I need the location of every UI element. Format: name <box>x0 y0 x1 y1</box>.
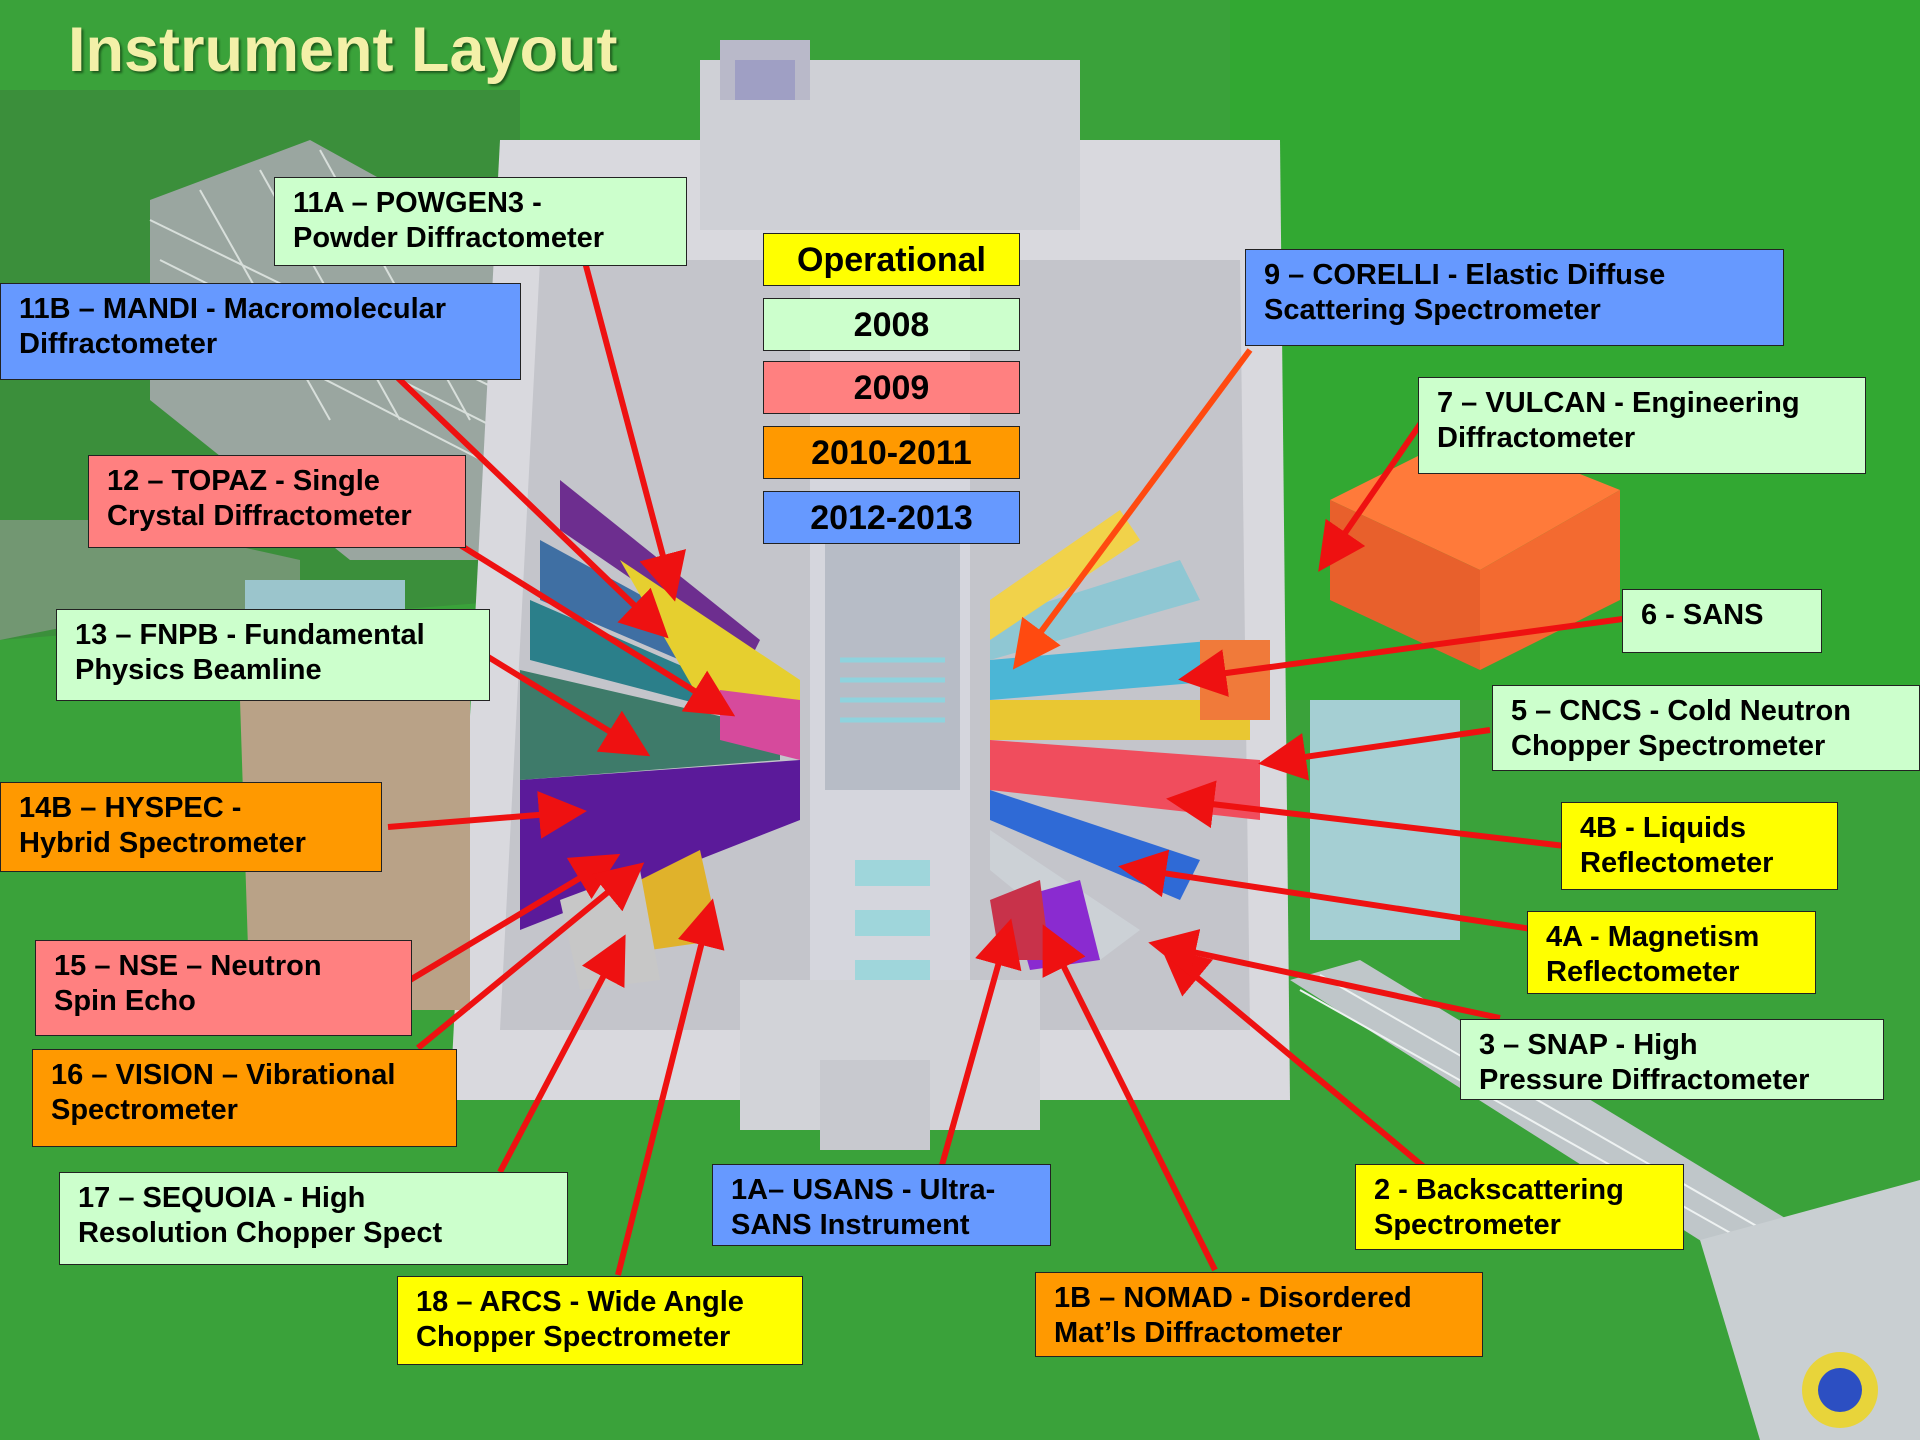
label-line: 12 – TOPAZ - Single <box>107 464 447 499</box>
label-line: 11A – POWGEN3 - <box>293 186 668 221</box>
label-line: Diffractometer <box>1437 421 1847 456</box>
label-14b: 14B – HYSPEC - Hybrid Spectrometer <box>0 782 382 872</box>
label-2: 2 - Backscattering Spectrometer <box>1355 1164 1684 1250</box>
label-line: Physics Beamline <box>75 653 471 688</box>
label-9: 9 – CORELLI - Elastic Diffuse Scattering… <box>1245 249 1784 346</box>
label-line: 13 – FNPB - Fundamental <box>75 618 471 653</box>
label-18: 18 – ARCS - Wide Angle Chopper Spectrome… <box>397 1276 803 1365</box>
label-line: Hybrid Spectrometer <box>19 826 363 861</box>
label-line: 1B – NOMAD - Disordered <box>1054 1281 1464 1316</box>
label-line: 11B – MANDI - Macromolecular <box>19 292 502 327</box>
label-line: Spectrometer <box>1374 1208 1665 1243</box>
label-line: Reflectometer <box>1580 846 1819 881</box>
label-line: 18 – ARCS - Wide Angle <box>416 1285 784 1320</box>
label-12: 12 – TOPAZ - Single Crystal Diffractomet… <box>88 455 466 548</box>
label-line: 14B – HYSPEC - <box>19 791 363 826</box>
label-line: 2 - Backscattering <box>1374 1173 1665 1208</box>
label-line: Chopper Spectrometer <box>1511 729 1901 764</box>
legend-operational: Operational <box>763 233 1020 286</box>
label-1b: 1B – NOMAD - Disordered Mat’ls Diffracto… <box>1035 1272 1483 1357</box>
label-line: 1A– USANS - Ultra- <box>731 1173 1032 1208</box>
label-4b: 4B - Liquids Reflectometer <box>1561 802 1838 890</box>
legend-2010-2011: 2010-2011 <box>763 426 1020 479</box>
page-title: Instrument Layout <box>68 14 618 86</box>
label-5: 5 – CNCS - Cold Neutron Chopper Spectrom… <box>1492 685 1920 771</box>
label-line: Spectrometer <box>51 1093 438 1128</box>
label-line: Crystal Diffractometer <box>107 499 447 534</box>
label-line: Powder Diffractometer <box>293 221 668 256</box>
label-line: 4A - Magnetism <box>1546 920 1797 955</box>
legend-2008: 2008 <box>763 298 1020 351</box>
label-4a: 4A - Magnetism Reflectometer <box>1527 911 1816 994</box>
label-6: 6 - SANS <box>1622 589 1822 653</box>
target-core <box>825 540 960 790</box>
label-17: 17 – SEQUOIA - High Resolution Chopper S… <box>59 1172 568 1265</box>
label-1a: 1A– USANS - Ultra- SANS Instrument <box>712 1164 1051 1246</box>
label-line: SANS Instrument <box>731 1208 1032 1243</box>
label-line: Reflectometer <box>1546 955 1797 990</box>
label-line: Chopper Spectrometer <box>416 1320 784 1355</box>
label-7: 7 – VULCAN - Engineering Diffractometer <box>1418 377 1866 474</box>
label-line: 17 – SEQUOIA - High <box>78 1181 549 1216</box>
label-line: 6 - SANS <box>1641 598 1803 633</box>
label-11b: 11B – MANDI - Macromolecular Diffractome… <box>0 283 521 380</box>
label-11a: 11A – POWGEN3 - Powder Diffractometer <box>274 177 687 266</box>
label-13: 13 – FNPB - Fundamental Physics Beamline <box>56 609 490 701</box>
label-line: 16 – VISION – Vibrational <box>51 1058 438 1093</box>
legend-2012-2013: 2012-2013 <box>763 491 1020 544</box>
label-line: Pressure Diffractometer <box>1479 1063 1865 1098</box>
label-3: 3 – SNAP - High Pressure Diffractometer <box>1460 1019 1884 1100</box>
label-line: 4B - Liquids <box>1580 811 1819 846</box>
label-16: 16 – VISION – Vibrational Spectrometer <box>32 1049 457 1147</box>
label-line: Diffractometer <box>19 327 502 362</box>
label-line: Resolution Chopper Spect <box>78 1216 549 1251</box>
label-15: 15 – NSE – Neutron Spin Echo <box>35 940 412 1036</box>
label-line: 9 – CORELLI - Elastic Diffuse <box>1264 258 1765 293</box>
legend-2009: 2009 <box>763 361 1020 414</box>
label-line: 5 – CNCS - Cold Neutron <box>1511 694 1901 729</box>
label-line: Scattering Spectrometer <box>1264 293 1765 328</box>
label-line: Mat’ls Diffractometer <box>1054 1316 1464 1351</box>
label-line: 7 – VULCAN - Engineering <box>1437 386 1847 421</box>
label-line: Spin Echo <box>54 984 393 1019</box>
label-line: 3 – SNAP - High <box>1479 1028 1865 1063</box>
label-line: 15 – NSE – Neutron <box>54 949 393 984</box>
